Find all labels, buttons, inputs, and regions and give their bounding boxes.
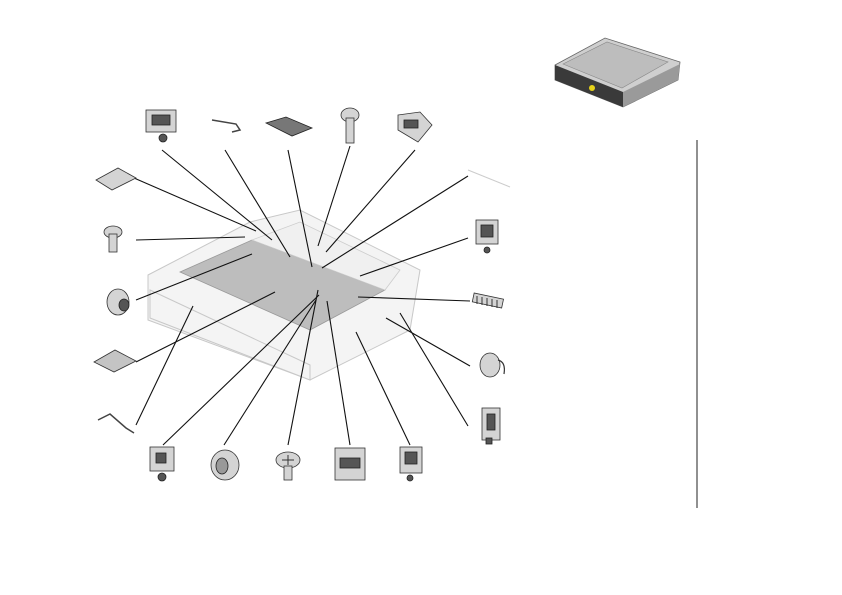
leader-lines xyxy=(133,145,471,446)
screw-icon xyxy=(275,451,301,481)
indicator-icon xyxy=(589,85,595,91)
wire-spring-icon xyxy=(211,119,242,133)
torsion-spring-icon xyxy=(479,352,505,378)
bracket-clip-icon xyxy=(149,446,175,482)
wire-spring-icon xyxy=(97,413,135,434)
insulator-sheet-icon xyxy=(93,349,137,373)
pin-icon xyxy=(340,107,360,144)
rubber-pad-icon xyxy=(264,116,314,137)
bracket-clip-icon xyxy=(481,407,501,445)
connector-icon xyxy=(334,447,366,481)
bracket-clip-icon xyxy=(399,446,423,482)
bracket-clip-icon xyxy=(475,219,499,254)
latch-icon xyxy=(397,111,433,143)
plate-icon xyxy=(95,167,137,191)
grommet-icon xyxy=(210,449,240,481)
screw-grommet-icon xyxy=(106,288,130,316)
coil-spring-icon xyxy=(471,292,504,309)
chassis-frame xyxy=(147,209,421,381)
faint-line xyxy=(467,169,511,188)
pin-icon xyxy=(103,225,123,253)
assembled-unit-thumbnail xyxy=(554,37,681,108)
bracket-clip-icon xyxy=(145,109,177,143)
